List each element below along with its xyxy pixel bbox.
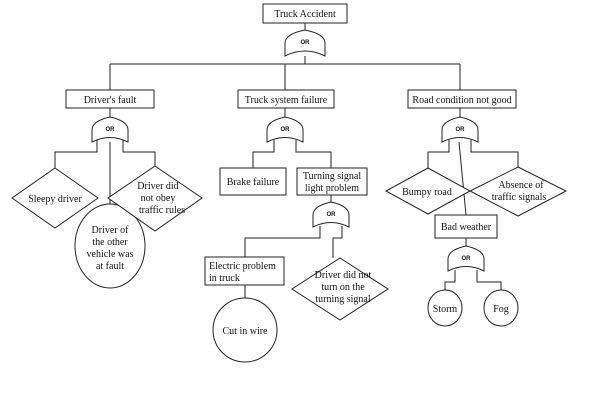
drivers-fault-label: Driver's fault [84,95,137,106]
electric-problem-line-2: in truck [209,273,240,284]
or-gate-label: OR [301,40,311,46]
storm-label: Storm [433,304,458,315]
not-obey-line-1: Driver did [137,181,178,192]
event-truck-system-failure: Truck system failure [237,89,335,109]
or-gate-label: OR [327,212,337,218]
or-gate-label: OR [456,127,466,133]
absence-signals-line-1: Absence of [498,180,544,191]
event-drivers-fault: Driver's fault [65,89,155,109]
top-event-truck-accident: Truck Accident [262,3,348,24]
not-obey-line-2: not obey [141,193,176,204]
top-event-label: Truck Accident [274,9,336,20]
event-electric-problem: Electric problem in truck [204,256,285,286]
electric-problem-line-1: Electric problem [209,261,276,272]
event-other-vehicle-fault: Driver of the other vehicle was at fault [74,203,146,289]
not-turn-on-line-2: turn on the [321,282,365,293]
or-gate-label: OR [281,127,291,133]
event-road-condition: Road condition not good [407,89,517,109]
turning-signal-line-1: Turning signal [303,171,361,182]
not-obey-line-3: traffic rules [139,205,185,216]
event-storm: Storm [427,289,463,327]
bad-weather-label: Bad weather [441,222,492,233]
event-fog: Fog [483,289,519,327]
event-turning-signal-light-problem: Turning signal light problem [296,167,368,196]
bumpy-road-label: Bumpy road [402,187,452,198]
event-not-turn-on-signal: Driver did not turn on the turning signa… [291,257,389,321]
not-turn-on-line-1: Driver did not [315,270,372,281]
other-vehicle-line-4: at fault [96,261,124,272]
other-vehicle-line-1: Driver of [92,225,130,236]
event-not-obey-traffic-rules: Driver did not obey traffic rules [107,165,203,232]
or-gate-road-condition: OR [441,116,479,143]
absence-signals-line-2: traffic signals [492,192,547,203]
other-vehicle-line-2: the other [92,237,128,248]
event-bumpy-road: Bumpy road [384,167,472,215]
or-gate-label: OR [462,256,472,262]
truck-system-label: Truck system failure [245,95,328,106]
road-condition-label: Road condition not good [412,95,511,106]
or-gate-truck-system: OR [266,116,304,143]
or-gate-top: OR [284,29,326,57]
not-turn-on-line-3: turning signal [315,294,370,305]
or-gate-turning-signal: OR [312,201,350,228]
brake-failure-label: Brake failure [227,177,280,188]
or-gate-drivers-fault: OR [91,116,129,143]
fog-label: Fog [493,304,509,315]
event-cut-in-wire: Cut in wire [212,297,278,363]
or-gate-bad-weather: OR [447,245,485,272]
cut-in-wire-label: Cut in wire [223,326,269,337]
event-sleepy-driver: Sleepy driver [11,167,99,229]
sleepy-driver-label: Sleepy driver [28,194,82,205]
event-absence-traffic-signals: Absence of traffic signals [468,166,568,217]
event-bad-weather: Bad weather [434,214,498,239]
event-brake-failure: Brake failure [219,167,287,196]
turning-signal-line-2: light problem [305,183,359,194]
or-gate-label: OR [106,127,116,133]
other-vehicle-line-3: vehicle was [87,249,134,260]
